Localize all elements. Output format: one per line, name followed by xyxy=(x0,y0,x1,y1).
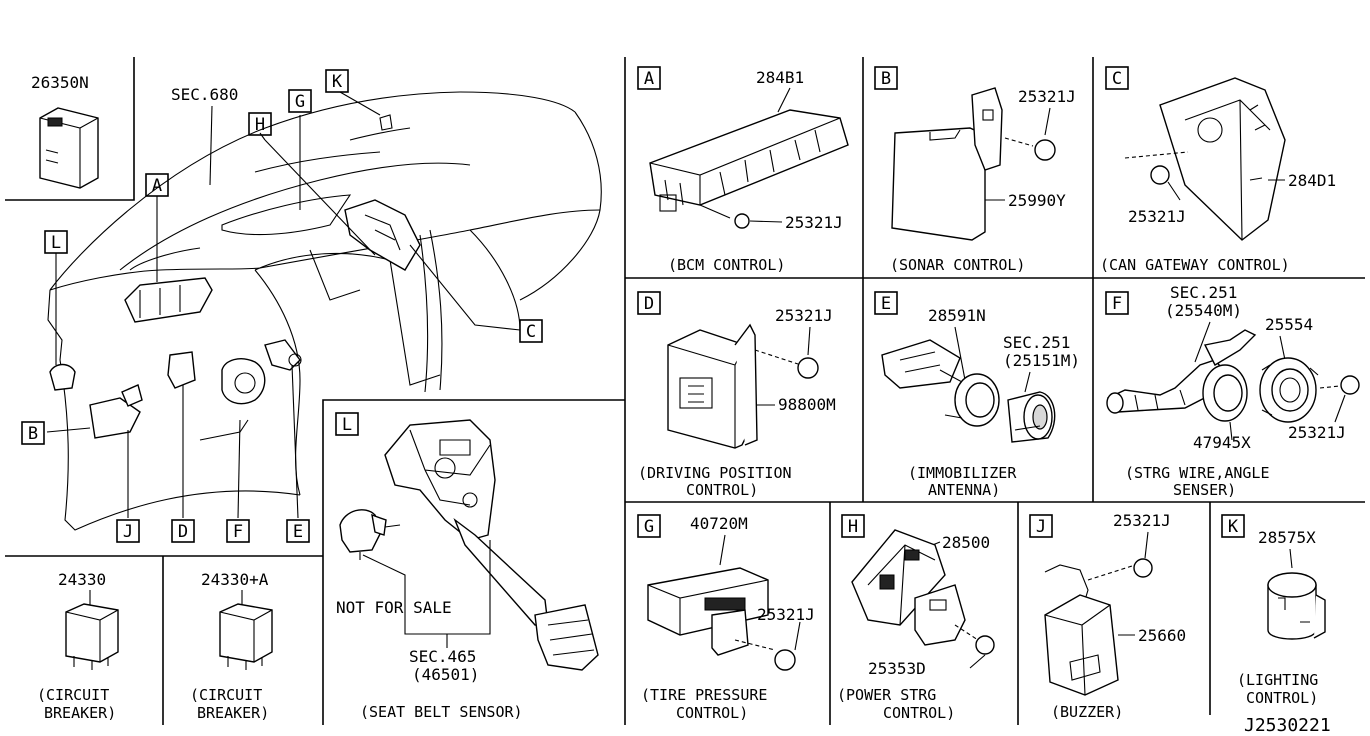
detail-a-caption: (BCM CONTROL) xyxy=(668,256,785,274)
detail-l-sec-pn: (46501) xyxy=(412,665,479,684)
detail-c-can-gateway: C 25321J 284D1 (CAN GATEWAY CONTROL) xyxy=(1100,66,1336,274)
callout-c: C xyxy=(526,322,536,342)
detail-c-letter: C xyxy=(1112,69,1122,89)
main-callout-boxes: A B C D E F G H J K L xyxy=(21,69,543,543)
detail-e-letter: E xyxy=(881,294,891,314)
circuit-breaker-24330: 24330 (CIRCUIT BREAKER) xyxy=(37,570,119,722)
detail-f-sec: SEC.251 xyxy=(1170,283,1237,302)
detail-j-part-number: 25660 xyxy=(1138,626,1186,645)
detail-h-caption-1: (POWER STRG xyxy=(837,686,936,704)
detail-j-caption: (BUZZER) xyxy=(1051,703,1123,721)
detail-c-caption: (CAN GATEWAY CONTROL) xyxy=(1100,256,1290,274)
callout-d: D xyxy=(178,522,188,542)
callout-b: B xyxy=(28,424,38,444)
detail-l-note: NOT FOR SALE xyxy=(336,598,452,617)
detail-j-screw: 25321J xyxy=(1113,511,1171,530)
cb2-caption-2: BREAKER) xyxy=(197,704,269,722)
detail-f-caption-2: SENSER) xyxy=(1173,481,1236,499)
detail-h-letter: H xyxy=(848,517,858,537)
detail-d-letter: D xyxy=(644,294,654,314)
detail-e-immobilizer: E 28591N SEC.251 (25151M) (IMMOBILIZER A… xyxy=(874,291,1080,499)
main-sec-label: SEC.680 xyxy=(171,85,238,104)
detail-e-sec: SEC.251 xyxy=(1003,333,1070,352)
panel-dividers xyxy=(5,57,1365,725)
detail-b-part-number: 25990Y xyxy=(1008,191,1066,210)
detail-l-caption: (SEAT BELT SENSOR) xyxy=(360,703,523,721)
circuit-breaker-24330a: 24330+A (CIRCUIT BREAKER) xyxy=(190,570,273,722)
detail-b-sonar-control: B 25321J 25990Y (SONAR CONTROL) xyxy=(874,66,1076,274)
detail-g-tire-pressure: G 40720M 25321J (TIRE PRESSURE CONTROL) xyxy=(637,514,815,722)
diagram-code: J2530221 xyxy=(1244,715,1331,736)
detail-f-part-number-2: 47945X xyxy=(1193,433,1251,452)
detail-a-letter: A xyxy=(644,69,654,89)
cb2-caption-1: (CIRCUIT xyxy=(190,686,262,704)
detail-e-part-number: 28591N xyxy=(928,306,986,325)
detail-l-letter: L xyxy=(342,415,352,435)
detail-g-part-number: 40720M xyxy=(690,514,748,533)
detail-b-letter: B xyxy=(881,69,891,89)
callout-a: A xyxy=(152,176,162,196)
detail-f-screw: 25321J xyxy=(1288,423,1346,442)
relay-26350n-label: 26350N xyxy=(31,73,89,92)
detail-h-caption-2: CONTROL) xyxy=(883,704,955,722)
detail-g-letter: G xyxy=(644,517,654,537)
cb1-caption-1: (CIRCUIT xyxy=(37,686,109,704)
detail-b-caption: (SONAR CONTROL) xyxy=(890,256,1025,274)
detail-a-bcm-control: A 284B1 25321J (BCM CONTROL) xyxy=(637,66,849,274)
callout-h: H xyxy=(255,115,265,135)
detail-k-part-number: 28575X xyxy=(1258,528,1316,547)
detail-e-caption-2: ANTENNA) xyxy=(928,481,1000,499)
detail-g-caption-1: (TIRE PRESSURE xyxy=(641,686,767,704)
detail-c-part-number: 284D1 xyxy=(1288,171,1336,190)
detail-h-power-steering: H 28500 25353D (POWER STRG CONTROL) xyxy=(837,514,995,722)
detail-k-lighting-control: K 28575X (LIGHTING CONTROL) xyxy=(1221,514,1326,707)
detail-b-screw: 25321J xyxy=(1018,87,1076,106)
detail-l-seat-belt-sensor: L NOT FOR SALE SEC.465 (46501) (SEAT BEL… xyxy=(335,412,599,721)
detail-g-screw: 25321J xyxy=(757,605,815,624)
detail-f-part-number: 25554 xyxy=(1265,315,1313,334)
detail-e-sec-pn: (25151M) xyxy=(1003,351,1080,370)
detail-j-buzzer: J 25321J 25660 (BUZZER) xyxy=(1029,511,1186,721)
detail-a-screw: 25321J xyxy=(785,213,843,232)
dashboard-main-view: SEC.680 xyxy=(46,85,602,531)
detail-g-caption-2: CONTROL) xyxy=(676,704,748,722)
callout-g: G xyxy=(295,92,305,112)
callout-e: E xyxy=(293,522,303,542)
detail-a-part-number: 284B1 xyxy=(756,68,804,87)
detail-j-letter: J xyxy=(1036,517,1046,537)
cb1-part-number: 24330 xyxy=(58,570,106,589)
callout-k: K xyxy=(332,72,343,92)
callout-f: F xyxy=(233,522,243,542)
callout-j: J xyxy=(123,522,133,542)
detail-k-caption-2: CONTROL) xyxy=(1246,689,1318,707)
detail-f-caption-1: (STRG WIRE,ANGLE xyxy=(1125,464,1270,482)
detail-d-screw: 25321J xyxy=(775,306,833,325)
detail-d-part-number: 98800M xyxy=(778,395,836,414)
detail-c-screw: 25321J xyxy=(1128,207,1186,226)
detail-f-sec-pn: (25540M) xyxy=(1165,301,1242,320)
detail-f-letter: F xyxy=(1112,294,1122,314)
detail-e-caption-1: (IMMOBILIZER xyxy=(908,464,1017,482)
relay-26350n: 26350N xyxy=(31,73,99,189)
detail-l-sec: SEC.465 xyxy=(409,647,476,666)
detail-k-letter: K xyxy=(1228,517,1239,537)
detail-d-driving-position: D 25321J 98800M (DRIVING POSITION CONTRO… xyxy=(637,291,836,499)
detail-d-caption-2: CONTROL) xyxy=(686,481,758,499)
detail-k-caption-1: (LIGHTING xyxy=(1237,671,1318,689)
detail-d-caption-1: (DRIVING POSITION xyxy=(638,464,792,482)
cb1-caption-2: BREAKER) xyxy=(44,704,116,722)
cb2-part-number: 24330+A xyxy=(201,570,269,589)
detail-f-steering-angle-sensor: F SEC.251 (25540M) 25554 47945X 25321J (… xyxy=(1105,283,1360,499)
detail-h-part-number: 28500 xyxy=(942,533,990,552)
detail-h-screw: 25353D xyxy=(868,659,926,678)
callout-l: L xyxy=(51,233,61,253)
